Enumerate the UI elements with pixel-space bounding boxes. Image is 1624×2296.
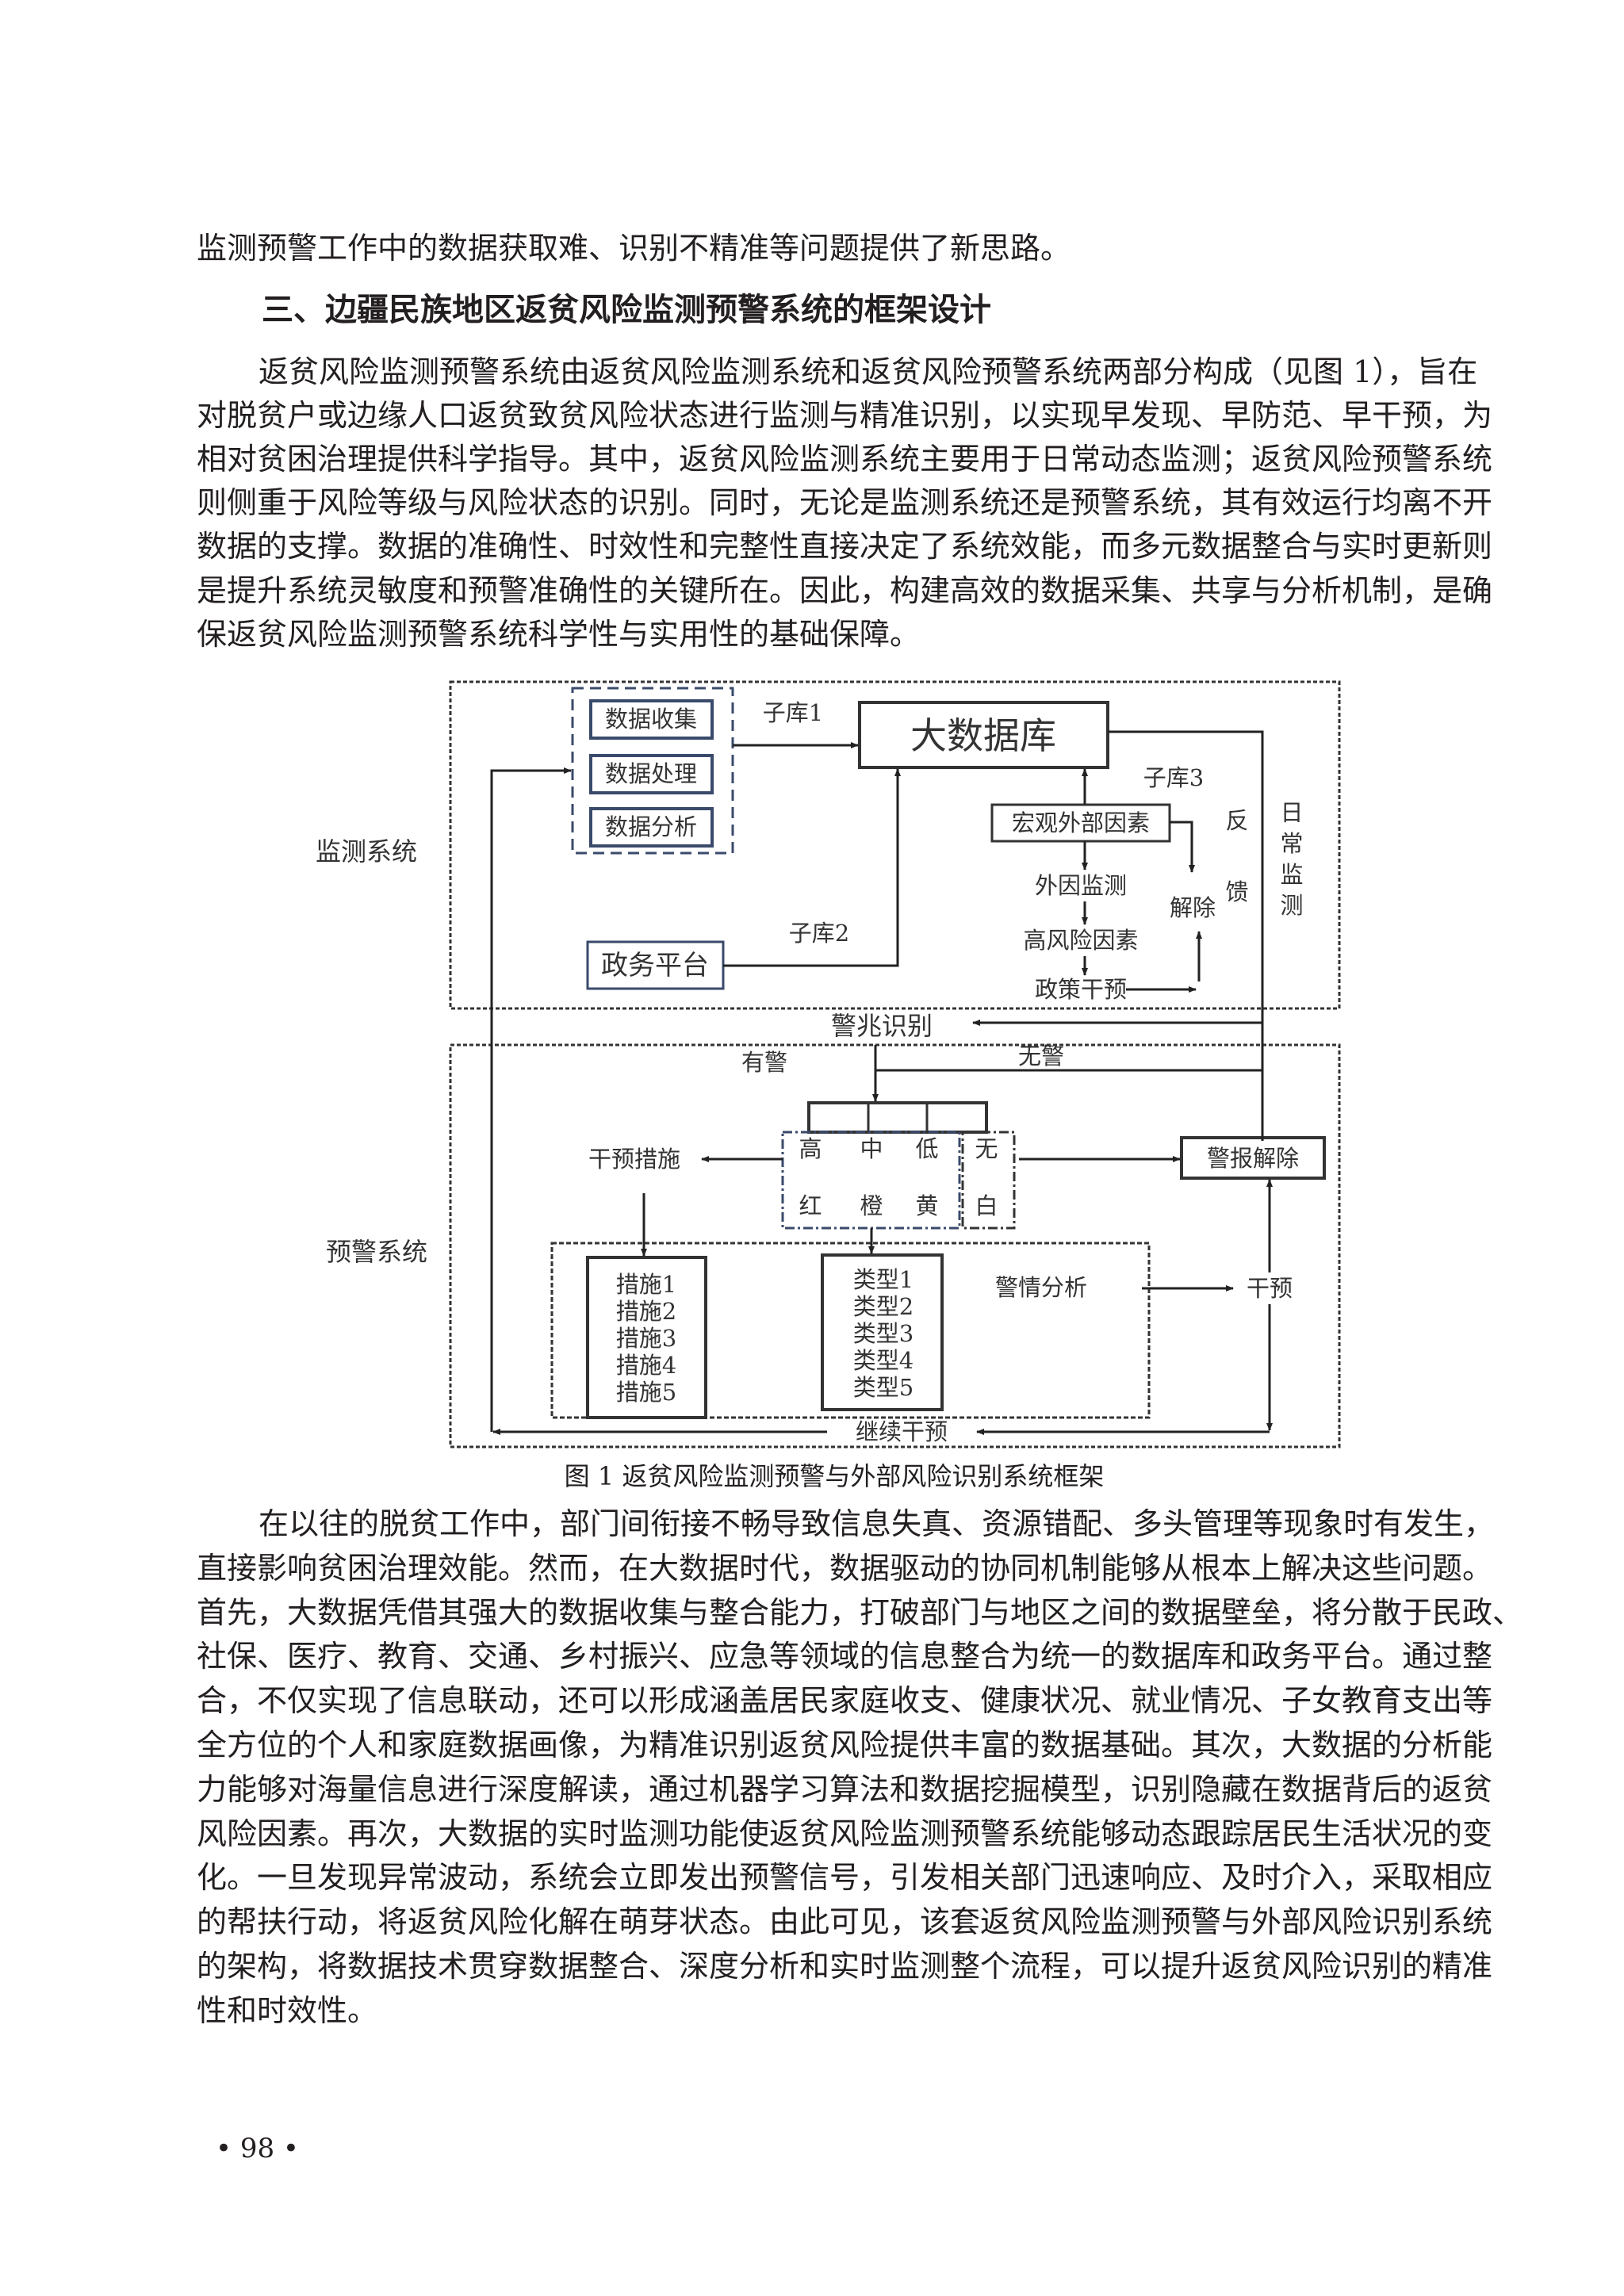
data-collect-label: 数据收集 xyxy=(605,706,697,733)
text-line: 合，不仅实现了信息联动，还可以形成涵盖居民家庭收支、健康状况、就业情况、子女教育… xyxy=(197,1683,1493,1718)
type-item: 类型3 xyxy=(853,1320,914,1347)
diagram-connector xyxy=(807,1101,988,1134)
data-collect-box xyxy=(589,699,714,740)
text-line: 化。一旦发现异常波动，系统会立即发出预警信号，引发相关部门迅速响应、及时介入，采… xyxy=(197,1860,1493,1895)
daily-monitor-char: 测 xyxy=(1280,892,1303,919)
high-risk-label: 高风险因素 xyxy=(1023,927,1138,954)
release-label: 解除 xyxy=(1170,894,1216,921)
color-red: 红 xyxy=(799,1192,822,1219)
macro-factor-label: 宏观外部因素 xyxy=(1012,809,1150,836)
diagram-connector xyxy=(490,767,572,1432)
feedback-char: 反 xyxy=(1225,807,1248,834)
measure-item: 措施2 xyxy=(616,1298,676,1325)
section-heading: 三、边疆民族地区返贫风险监测预警系统的框架设计 xyxy=(262,292,991,328)
data-analyze-label: 数据分析 xyxy=(605,813,697,840)
situation-analysis-label: 警情分析 xyxy=(995,1274,1087,1301)
sub-db-2-label: 子库2 xyxy=(789,920,849,947)
daily-monitor-char: 监 xyxy=(1280,861,1303,888)
text-line: 的帮扶行动，将返贫风险化解在萌芽状态。由此可见，该套返贫风险监测预警与外部风险识… xyxy=(197,1904,1493,1939)
intervene-label: 干预 xyxy=(1247,1275,1293,1302)
level-mid: 中 xyxy=(860,1135,883,1162)
type-item: 类型4 xyxy=(853,1347,914,1374)
policy-label: 政策干预 xyxy=(1035,976,1127,1003)
level-none: 无 xyxy=(975,1135,998,1162)
has-alarm-label: 有警 xyxy=(741,1049,787,1076)
data-steps-group xyxy=(571,687,734,855)
types-box xyxy=(821,1253,944,1411)
monitor-system-label: 监测系统 xyxy=(316,836,417,867)
sub-db-3-label: 子库3 xyxy=(1143,764,1204,791)
text-line: 在以往的脱贫工作中，部门间衔接不畅导致信息失真、资源错配、多头管理等现象时有发生… xyxy=(259,1506,1495,1541)
warning-system-label: 预警系统 xyxy=(326,1237,427,1267)
no-risk-box xyxy=(961,1131,1016,1230)
data-process-label: 数据处理 xyxy=(605,760,697,787)
sub-db-1-label: 子库1 xyxy=(763,699,823,726)
text-line: 性和时效性。 xyxy=(197,1993,378,2028)
data-process-box xyxy=(589,754,714,794)
level-high: 高 xyxy=(799,1135,822,1162)
text-line: 对脱贫户或边缘人口返贫致贫风险状态进行监测与精准识别，以实现早发现、早防范、早干… xyxy=(197,398,1493,433)
text-line: 保返贫风险监测预警系统科学性与实用性的基础保障。 xyxy=(197,617,921,652)
color-yellow: 黄 xyxy=(915,1192,938,1219)
alarm-release-label: 警报解除 xyxy=(1207,1145,1299,1172)
measure-item: 措施3 xyxy=(616,1325,676,1352)
intro-tail-line: 监测预警工作中的数据获取难、识别不精准等问题提供了新思路。 xyxy=(197,231,1071,266)
text-line: 则侧重于风险等级与风险状态的识别。同时，无论是监测系统还是预警系统，其有效运行均… xyxy=(197,485,1493,520)
text-line: 的架构，将数据技术贯穿数据整合、深度分析和实时监测整个流程，可以提升返贫风险识别… xyxy=(197,1949,1493,1984)
text-line: 是提升系统灵敏度和预警准确性的关键所在。因此，构建高效的数据采集、共享与分析机制… xyxy=(197,573,1493,608)
type-item: 类型1 xyxy=(853,1266,914,1293)
measure-item: 措施4 xyxy=(616,1352,676,1379)
intervention-measures-label: 干预措施 xyxy=(588,1146,680,1173)
page-number: • 98 • xyxy=(216,2133,299,2164)
text-line: 首先，大数据凭借其强大的数据收集与整合能力，打破部门与地区之间的数据壁垒，将分散… xyxy=(197,1595,1523,1630)
data-analyze-box xyxy=(589,807,714,848)
monitor-system-frame xyxy=(449,680,1341,1010)
no-alarm-label: 无警 xyxy=(1018,1043,1064,1070)
type-item: 类型2 xyxy=(853,1293,914,1320)
text-line: 直接影响贫困治理效能。然而，在大数据时代，数据驱动的协同机制能够从根本上解决这些… xyxy=(197,1551,1493,1586)
figure-caption: 图 1 返贫风险监测预警与外部风险识别系统框架 xyxy=(564,1461,1105,1491)
measures-box xyxy=(586,1256,707,1419)
color-white: 白 xyxy=(975,1192,998,1219)
warning-system-frame xyxy=(449,1043,1341,1448)
external-monitor-label: 外因监测 xyxy=(1035,872,1127,899)
diagram-connector xyxy=(1108,730,1264,1141)
text-line: 风险因素。再次，大数据的实时监测功能使返贫风险监测预警系统能够动态跟踪居民生活状… xyxy=(197,1816,1493,1851)
level-low: 低 xyxy=(915,1135,938,1162)
big-database-box xyxy=(858,701,1109,769)
daily-monitor-char: 日 xyxy=(1280,799,1303,826)
big-database-label: 大数据库 xyxy=(910,714,1056,757)
situation-analysis-frame xyxy=(550,1242,1151,1419)
continue-intervene-label: 继续干预 xyxy=(856,1418,948,1445)
gov-platform-label: 政务平台 xyxy=(601,950,709,982)
signal-id-label: 警兆识别 xyxy=(831,1011,933,1041)
diagram-connector xyxy=(723,768,901,967)
text-line: 全方位的个人和家庭数据画像，为精准识别返贫风险提供丰富的数据基础。其次，大数据的… xyxy=(197,1728,1493,1762)
text-line: 力能够对海量信息进行深度解读，通过机器学习算法和数据挖掘模型，识别隐藏在数据背后… xyxy=(197,1772,1493,1807)
text-line: 相对贫困治理提供科学指导。其中，返贫风险监测系统主要用于日常动态监测；返贫风险预… xyxy=(197,442,1493,476)
feedback-char: 馈 xyxy=(1225,878,1248,905)
text-line: 返贫风险监测预警系统由返贫风险监测系统和返贫风险预警系统两部分构成（见图 1），… xyxy=(259,354,1478,389)
alarm-release-box xyxy=(1180,1136,1326,1180)
measure-item: 措施1 xyxy=(616,1271,676,1298)
daily-monitor-char: 常 xyxy=(1280,830,1303,857)
text-line: 社保、医疗、教育、交通、乡村振兴、应急等领域的信息整合为统一的数据库和政务平台。… xyxy=(197,1639,1493,1674)
measure-item: 措施5 xyxy=(616,1379,676,1406)
text-line: 数据的支撑。数据的准确性、时效性和完整性直接决定了系统效能，而多元数据整合与实时… xyxy=(197,529,1493,564)
color-orange: 橙 xyxy=(860,1192,883,1219)
type-item: 类型5 xyxy=(853,1374,914,1401)
diagram-connector xyxy=(1170,821,1195,873)
